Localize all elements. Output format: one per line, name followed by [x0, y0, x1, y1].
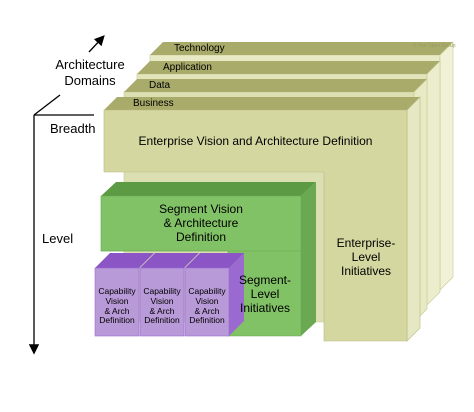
technology-label: Technology	[174, 43, 225, 54]
level-label: Level	[42, 231, 74, 246]
capability-label-3: Capability Vision & Arch Definition	[188, 286, 226, 326]
enterprise-vision-label: Enterprise Vision and Architecture Defin…	[138, 134, 373, 148]
enterprise-initiatives-label: Enterprise- Level Initiatives	[336, 236, 396, 278]
capability-label-2: Capability Vision & Arch Definition	[143, 286, 181, 326]
breadth-label: Breadth	[50, 121, 96, 136]
enterprise-block	[103, 96, 421, 342]
segment-block	[100, 182, 316, 337]
capability-blocks	[94, 253, 244, 337]
business-label: Business	[133, 98, 174, 109]
domains-axis	[33, 94, 61, 116]
segment-vision-label: Segment Vision & Architecture Definition	[159, 202, 243, 244]
architecture-domains-label: Architecture Domains	[55, 57, 125, 88]
segment-initiatives-label: Segment- Level Initiatives	[238, 273, 292, 315]
capability-label-1: Capability Vision & Arch Definition	[98, 286, 136, 326]
copyright-label: © The Open Group	[413, 43, 456, 49]
domains-arrow	[88, 35, 105, 53]
data-label: Data	[149, 80, 171, 91]
application-label: Application	[163, 62, 212, 73]
